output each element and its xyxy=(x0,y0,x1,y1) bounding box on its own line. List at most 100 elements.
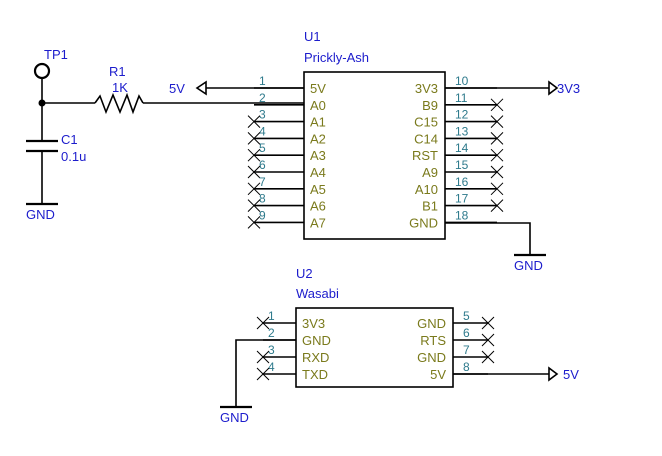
pin-number: 9 xyxy=(259,208,266,222)
pin-number: 3 xyxy=(268,343,275,357)
net-wire xyxy=(445,222,531,255)
pin-name: A3 xyxy=(310,148,326,163)
power-arrow-icon xyxy=(195,80,207,96)
no-connect-icon xyxy=(247,115,261,128)
pin-number: 5 xyxy=(259,141,266,155)
power-arrow-icon xyxy=(548,80,559,96)
net-wire xyxy=(235,339,296,407)
pin-name: A6 xyxy=(310,199,326,214)
pin-number: 2 xyxy=(268,326,275,340)
u2-gnd-label: GND xyxy=(220,410,249,425)
pin-number: 10 xyxy=(455,74,469,88)
pin-number: 12 xyxy=(455,108,469,122)
c1-gnd-label: GND xyxy=(26,207,55,222)
pin-name: TXD xyxy=(302,367,328,382)
pin-number: 5 xyxy=(463,309,470,323)
pin-number: 8 xyxy=(259,192,266,206)
c1-capacitor[interactable] xyxy=(26,103,58,204)
no-connect-icon xyxy=(247,165,261,179)
no-connect-icon xyxy=(490,148,504,162)
no-connect-icon xyxy=(247,199,261,212)
pin-name: RXD xyxy=(302,350,329,365)
u1-gnd-label: GND xyxy=(514,258,543,273)
no-connect-icon xyxy=(490,182,504,196)
pin-name: GND xyxy=(417,316,446,331)
no-connect-icon xyxy=(481,316,495,330)
pin-number: 4 xyxy=(259,124,266,138)
u2-ref-label: U2 xyxy=(296,266,313,281)
pin-name: 5V xyxy=(430,367,446,382)
pin-name: B1 xyxy=(422,199,438,214)
r1-value-label: 1K xyxy=(112,80,128,95)
no-connect-icon xyxy=(481,350,495,364)
no-connect-icon xyxy=(481,333,495,347)
no-connect-icon xyxy=(247,148,261,162)
tp1-test-point[interactable] xyxy=(33,62,51,107)
r1-resistor[interactable] xyxy=(94,92,144,115)
no-connect-icon xyxy=(490,199,504,212)
r1-ref-label: R1 xyxy=(109,64,126,79)
u1-5v-power-label: 5V xyxy=(169,81,185,96)
no-connect-icon xyxy=(490,115,504,128)
pin-name: C15 xyxy=(414,115,438,130)
pin-number: 2 xyxy=(259,91,266,105)
u2-body[interactable] xyxy=(295,307,454,388)
pin-number: 16 xyxy=(455,175,469,189)
pin-number: 4 xyxy=(268,360,275,374)
pin-name: B9 xyxy=(422,98,438,113)
pin-name: A9 xyxy=(422,165,438,180)
pin-name: A0 xyxy=(310,98,326,113)
pin-name: A1 xyxy=(310,115,326,130)
pin-name: 3V3 xyxy=(302,316,325,331)
pin-number: 1 xyxy=(259,74,266,88)
c1-ref-label: C1 xyxy=(61,132,78,147)
pin-name: 5V xyxy=(310,81,326,96)
pin-name: GND xyxy=(409,215,438,230)
tp1-ref-label: TP1 xyxy=(44,47,68,62)
no-connect-icon xyxy=(490,98,504,112)
pin-number: 1 xyxy=(268,309,275,323)
pin-name: GND xyxy=(417,350,446,365)
pin-number: 17 xyxy=(455,192,469,206)
u2-part-name: Wasabi xyxy=(296,286,339,301)
pin-number: 7 xyxy=(463,343,470,357)
u1-3v3-power-label: 3V3 xyxy=(557,81,580,96)
pin-name: RTS xyxy=(420,333,446,348)
pin-name: A2 xyxy=(310,131,326,146)
no-connect-icon xyxy=(256,367,270,381)
u1-right-pins: 103V311B912C1513C1414RST15A916A1017B118G… xyxy=(409,74,504,230)
pin-number: 11 xyxy=(455,91,468,105)
pin-name: 3V3 xyxy=(415,81,438,96)
pin-name: A7 xyxy=(310,215,326,230)
c1-value-label: 0.1u xyxy=(61,149,86,164)
u1-ref-label: U1 xyxy=(304,29,321,44)
tp1-ring-icon xyxy=(33,62,51,80)
pin-name: RST xyxy=(412,148,438,163)
pin-name: A4 xyxy=(310,165,326,180)
pin-1[interactable]: 1 3V3 xyxy=(256,309,325,331)
no-connect-icon xyxy=(247,182,261,196)
pin-number: 3 xyxy=(259,108,266,122)
pin-number: 6 xyxy=(463,326,470,340)
no-connect-icon xyxy=(490,132,504,145)
